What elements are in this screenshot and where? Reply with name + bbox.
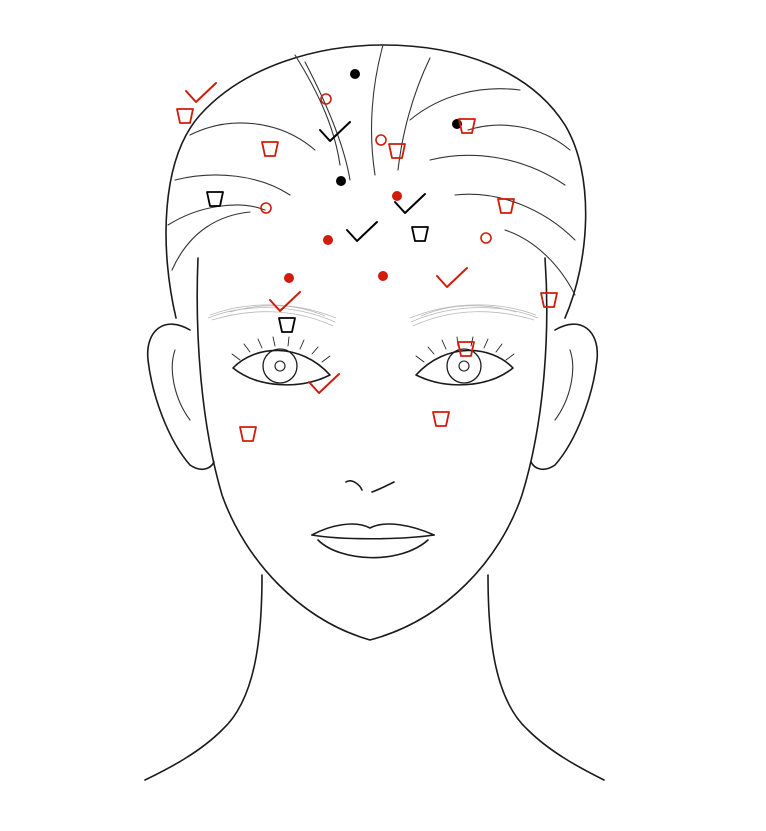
marker-cup-red [176, 108, 194, 124]
marker-check-red [185, 82, 217, 103]
marker-cup-red [457, 341, 475, 357]
marker-cup-red [239, 426, 257, 442]
marker-cup-black [411, 226, 429, 242]
marker-cup-black [278, 317, 296, 333]
face-outline [196, 257, 548, 641]
marker-dot-black [350, 69, 360, 79]
hair-strands [167, 44, 576, 296]
neck-right [487, 574, 605, 781]
left-eyebrow [207, 304, 337, 327]
left-eye [231, 336, 331, 386]
head-outline [165, 44, 587, 319]
marker-cup-black [206, 191, 224, 207]
marker-dot-red [392, 191, 402, 201]
marker-dot-red [323, 235, 333, 245]
annotation-markers [176, 69, 558, 442]
marker-dot-red [378, 271, 388, 281]
marker-check-black [394, 193, 426, 214]
marker-ring-red [260, 202, 272, 214]
neck-left [144, 574, 263, 781]
marker-cup-red [497, 198, 515, 214]
nose [345, 480, 395, 493]
marker-check-red [436, 267, 468, 288]
marker-ring-red [375, 134, 387, 146]
marker-ring-red [480, 232, 492, 244]
marker-check-red [269, 291, 301, 312]
marker-ring-red [320, 93, 332, 105]
right-ear [530, 323, 599, 471]
marker-dot-black [336, 176, 346, 186]
marker-cup-red [458, 118, 476, 134]
marker-check-black [346, 221, 378, 242]
right-eye [415, 336, 515, 386]
left-ear [146, 323, 215, 471]
lips [311, 523, 435, 559]
marker-check-red [308, 373, 340, 394]
marker-cup-red [388, 143, 406, 159]
marker-cup-red [432, 411, 450, 427]
right-eyebrow [409, 304, 539, 327]
marker-cup-red [540, 292, 558, 308]
marker-cup-red [261, 141, 279, 157]
marker-check-black [319, 121, 351, 142]
marker-dot-red [284, 273, 294, 283]
